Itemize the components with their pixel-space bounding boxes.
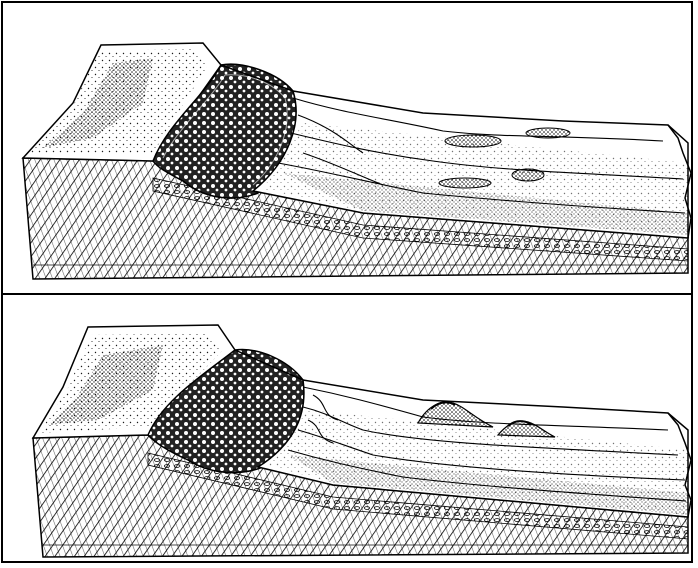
lower-panel — [3, 295, 691, 563]
upper-block-diagram — [3, 3, 691, 293]
upper-panel — [3, 3, 691, 293]
lower-block-diagram — [3, 295, 691, 563]
